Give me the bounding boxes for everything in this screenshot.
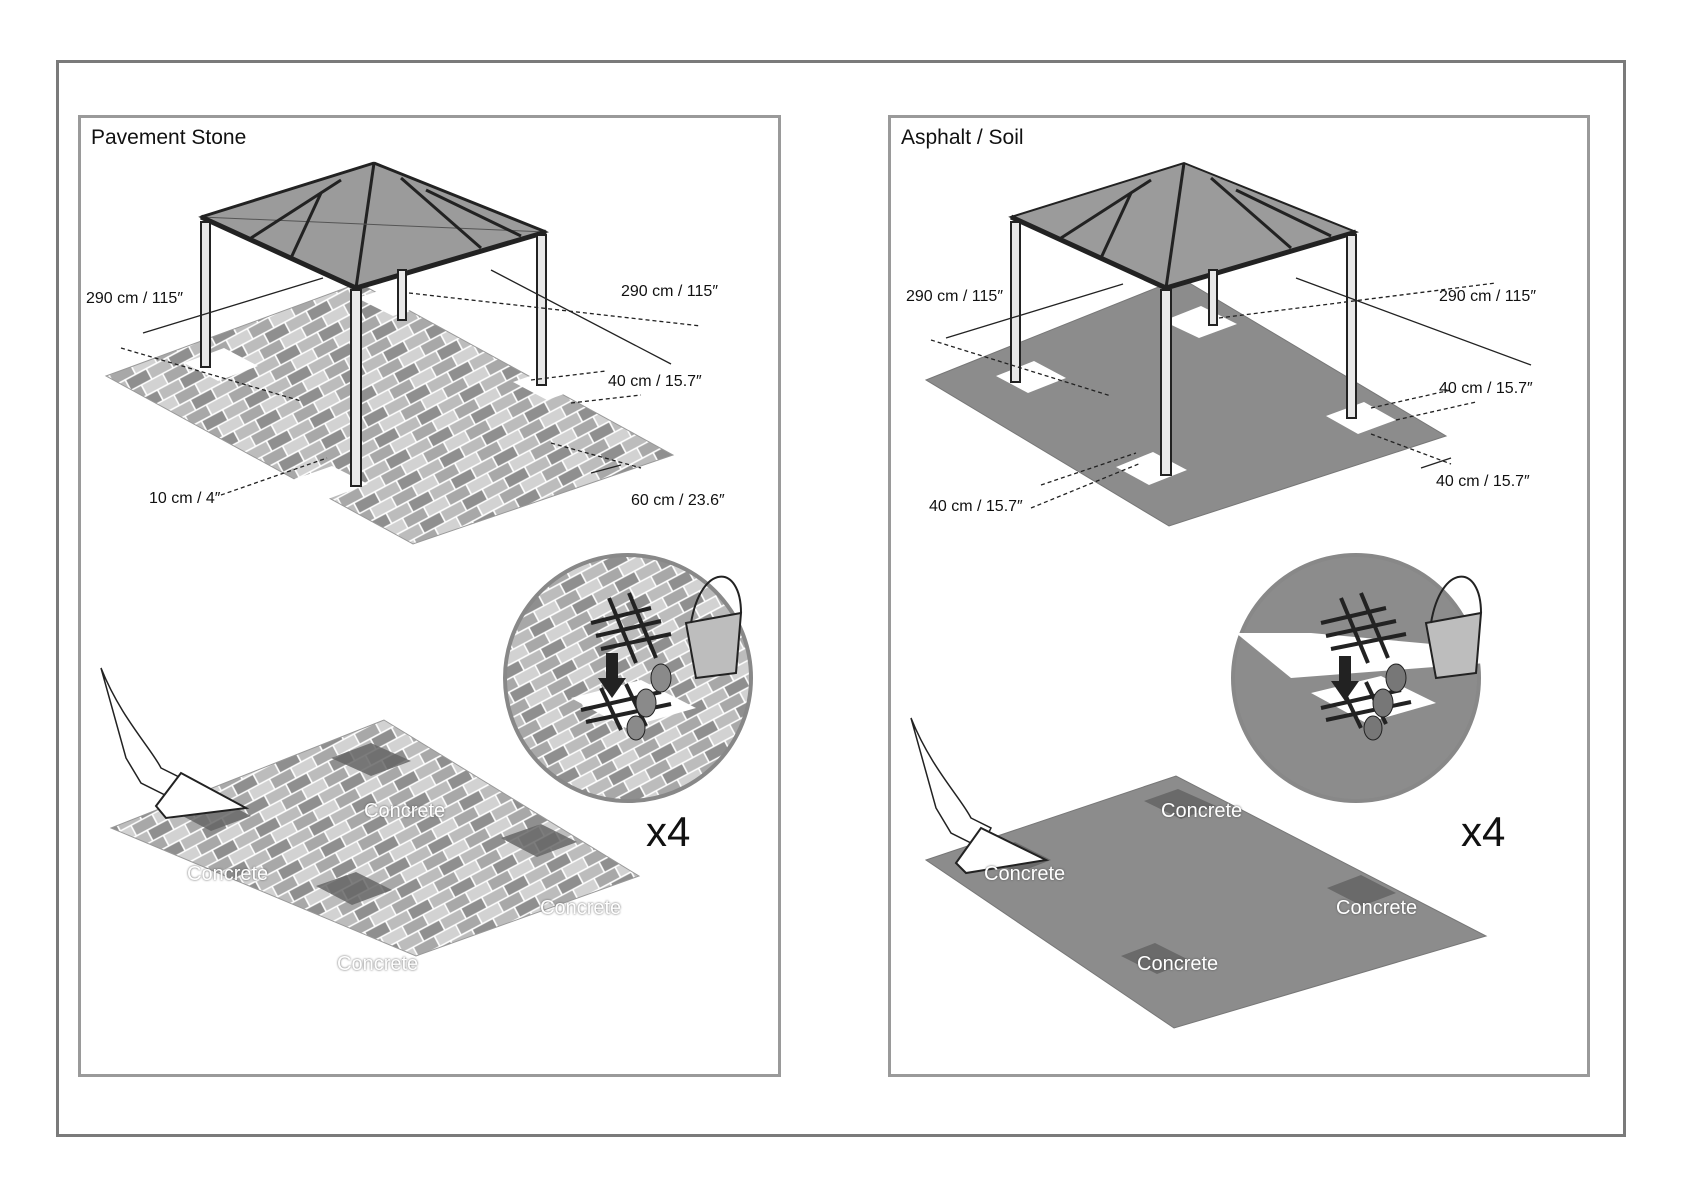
concrete-label: Concrete: [337, 953, 418, 976]
dim-width-left: 290 cm / 115″: [906, 288, 1003, 306]
gazebo-post: [1161, 290, 1171, 475]
concrete-label: Concrete: [1137, 953, 1218, 976]
multiplier-label: x4: [1461, 808, 1505, 856]
concrete-label: Concrete: [984, 863, 1065, 886]
trowel-hand: [101, 668, 181, 798]
dim-gap-bottom-right: 40 cm / 15.7″: [1436, 473, 1530, 491]
dim-width-right: 290 cm / 115″: [1439, 288, 1536, 306]
dim-gap-bottom-left: 40 cm / 15.7″: [929, 498, 1023, 516]
gazebo-post: [537, 235, 546, 385]
dim-gap-side: 40 cm / 15.7″: [1439, 380, 1533, 398]
dim-width-left: 290 cm / 115″: [86, 290, 183, 308]
gazebo-post: [351, 290, 361, 486]
concrete-label: Concrete: [187, 863, 268, 886]
dim-gap-side: 40 cm / 15.7″: [608, 373, 702, 391]
multiplier-label: x4: [646, 808, 690, 856]
bucket-icon: [1426, 613, 1481, 678]
gazebo-post: [398, 270, 406, 320]
concrete-label: Concrete: [364, 800, 445, 823]
concrete-label: Concrete: [540, 897, 621, 920]
pavement-illustration: [81, 118, 784, 1080]
concrete-label: Concrete: [1336, 897, 1417, 920]
gazebo-roof: [201, 163, 546, 288]
gazebo-post: [1347, 235, 1356, 418]
dim-gap-bottom-right: 60 cm / 23.6″: [631, 492, 725, 510]
gazebo-roof: [1011, 163, 1356, 288]
trowel-hand: [911, 718, 991, 848]
asphalt-soil-panel: Asphalt / Soil: [888, 115, 1590, 1077]
concrete-label: Concrete: [1161, 800, 1242, 823]
asphalt-illustration: [891, 118, 1593, 1080]
detail-circle: [505, 555, 751, 801]
dim-width-right: 290 cm / 115″: [621, 283, 718, 301]
gazebo-post: [1209, 270, 1217, 325]
pavement-stone-panel: Pavement Stone: [78, 115, 781, 1077]
gazebo-post: [201, 222, 210, 367]
gazebo-post: [1011, 222, 1020, 382]
dim-gap-bottom-left: 10 cm / 4″: [149, 490, 220, 508]
bucket-icon: [686, 613, 741, 678]
